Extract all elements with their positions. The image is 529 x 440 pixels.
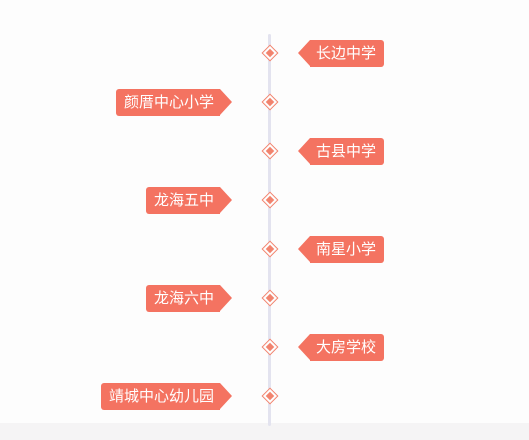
timeline-tag[interactable]: 长边中学	[297, 40, 385, 67]
timeline-marker	[261, 93, 279, 111]
timeline-marker	[261, 191, 279, 209]
bottom-band	[0, 423, 529, 440]
timeline-tag[interactable]: 古县中学	[297, 138, 385, 165]
timeline-marker	[261, 387, 279, 405]
timeline-tag[interactable]: 大房学校	[297, 334, 385, 361]
timeline-marker	[261, 44, 279, 62]
timeline-marker	[261, 289, 279, 307]
timeline-marker	[261, 240, 279, 258]
timeline-tag[interactable]: 龙海六中	[146, 285, 233, 312]
timeline-axis	[268, 34, 271, 426]
timeline-marker	[261, 142, 279, 160]
timeline-tag[interactable]: 龙海五中	[146, 187, 233, 214]
timeline-tag[interactable]: 靖城中心幼儿园	[101, 383, 233, 410]
timeline-tag[interactable]: 南星小学	[297, 236, 385, 263]
timeline-marker	[261, 338, 279, 356]
timeline-tag[interactable]: 颜厝中心小学	[116, 89, 233, 116]
